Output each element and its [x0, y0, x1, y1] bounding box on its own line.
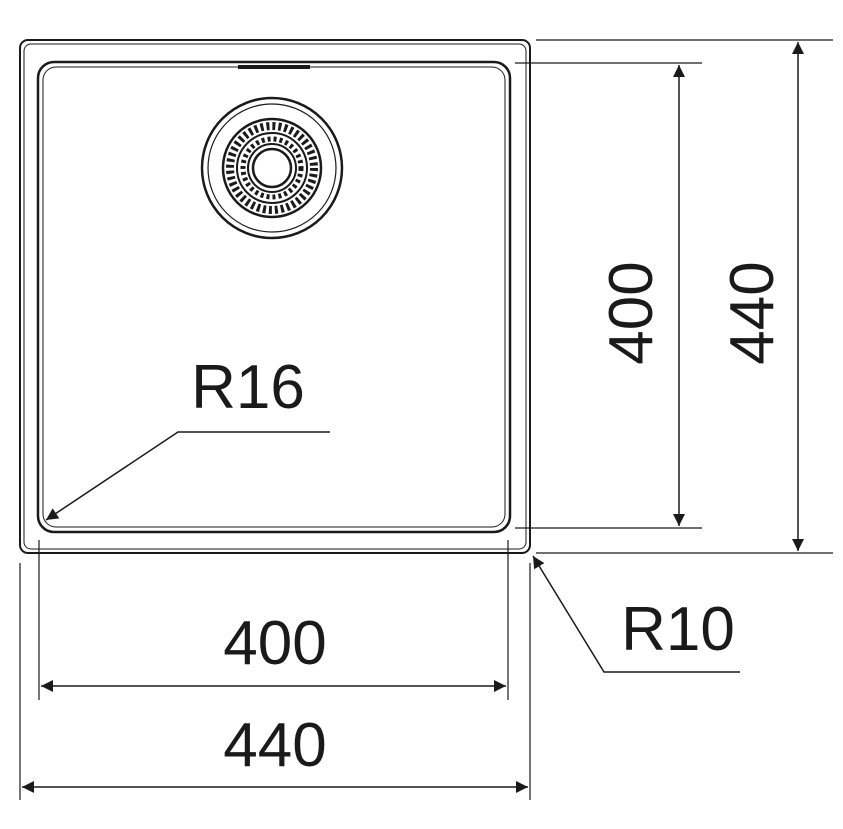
sink-bowl-outline-inner [42, 66, 506, 528]
inner-width-label: 400 [223, 609, 326, 678]
sink-outer-outline [19, 39, 531, 554]
outer-radius-leader [532, 555, 740, 673]
drain-strainer-icon [200, 96, 344, 240]
outer-width-label: 440 [223, 711, 326, 780]
sink-bowl-outline [36, 60, 512, 534]
sink-outer-outline-inner [23, 43, 527, 550]
inner-radius-label: R16 [191, 353, 305, 422]
inner-height-label: 400 [597, 261, 666, 364]
outer-radius-label: R10 [621, 595, 735, 664]
outer-height-label: 440 [718, 261, 787, 364]
inner-radius-leader [45, 431, 330, 521]
